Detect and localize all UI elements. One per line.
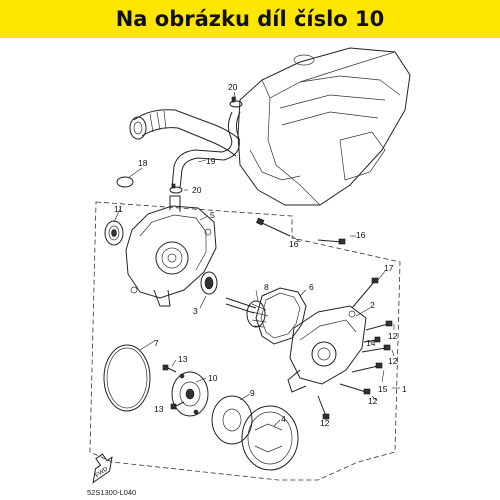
pump-housing xyxy=(125,195,217,307)
outer-cover xyxy=(241,405,299,471)
fwd-arrow-icon: FWD xyxy=(92,453,113,484)
label-18: 18 xyxy=(138,158,148,168)
label-20-upper: 20 xyxy=(228,82,238,92)
label-13-upper: 13 xyxy=(178,354,188,364)
seal xyxy=(200,271,218,295)
bolt-15 xyxy=(351,362,383,373)
impeller-shaft xyxy=(225,297,269,328)
label-17: 17 xyxy=(384,263,394,273)
label-3: 3 xyxy=(193,306,198,316)
bolt-12a xyxy=(365,320,393,331)
bolt-12d xyxy=(317,395,330,420)
bolt-12b xyxy=(361,344,391,353)
hose-clamp-upper xyxy=(229,96,243,108)
label-7: 7 xyxy=(154,338,159,348)
assembly-boundary xyxy=(89,201,401,481)
label-9: 9 xyxy=(250,388,255,398)
label-16-left: 16 xyxy=(289,239,299,249)
o-ring xyxy=(116,176,134,188)
label-11: 11 xyxy=(114,204,123,214)
label-19: 19 xyxy=(206,156,216,166)
label-12-a: 12 xyxy=(388,331,398,341)
label-1: 1 xyxy=(402,384,407,394)
banner-title: Na obrázku díl číslo 10 xyxy=(115,7,385,31)
plate xyxy=(211,395,253,445)
air-filter-box xyxy=(237,47,411,206)
hose xyxy=(171,111,241,189)
callout-numbers: 20 19 18 20 11 5 16 16 17 8 6 2 3 12 14 … xyxy=(114,82,407,428)
label-10: 10 xyxy=(208,373,218,383)
bolt-16b xyxy=(317,238,346,245)
label-5: 5 xyxy=(210,210,215,220)
label-15: 15 xyxy=(378,384,388,394)
bolt-13a xyxy=(162,364,177,373)
bolt-16a xyxy=(256,217,291,237)
bearing xyxy=(104,220,124,246)
label-16-right: 16 xyxy=(356,230,366,240)
bolt-13b xyxy=(170,401,185,410)
diagram-code: 52S1300-L040 xyxy=(87,488,137,497)
label-12-c: 12 xyxy=(368,396,378,406)
large-o-ring xyxy=(103,344,151,412)
leader-lines xyxy=(113,91,400,427)
parts-diagram: 20 19 18 20 11 5 16 16 17 8 6 2 3 12 14 … xyxy=(89,47,411,484)
label-4: 4 xyxy=(281,414,286,424)
pump-cover xyxy=(287,305,367,393)
gasket xyxy=(255,287,307,345)
hose-clamp-lower xyxy=(169,183,183,194)
intake-duct xyxy=(129,109,241,157)
label-8: 8 xyxy=(264,282,269,292)
bolt-14 xyxy=(363,336,381,343)
label-12-b: 12 xyxy=(388,356,398,366)
label-12-d: 12 xyxy=(320,418,330,428)
label-6: 6 xyxy=(309,282,314,292)
label-14: 14 xyxy=(366,338,376,348)
label-2: 2 xyxy=(370,300,375,310)
title-banner: Na obrázku díl číslo 10 xyxy=(0,0,500,38)
label-20-lower: 20 xyxy=(192,185,202,195)
rotor xyxy=(171,371,209,417)
label-13-lower: 13 xyxy=(154,404,164,414)
bolt-12c xyxy=(339,383,371,395)
bolt-17 xyxy=(351,277,379,309)
